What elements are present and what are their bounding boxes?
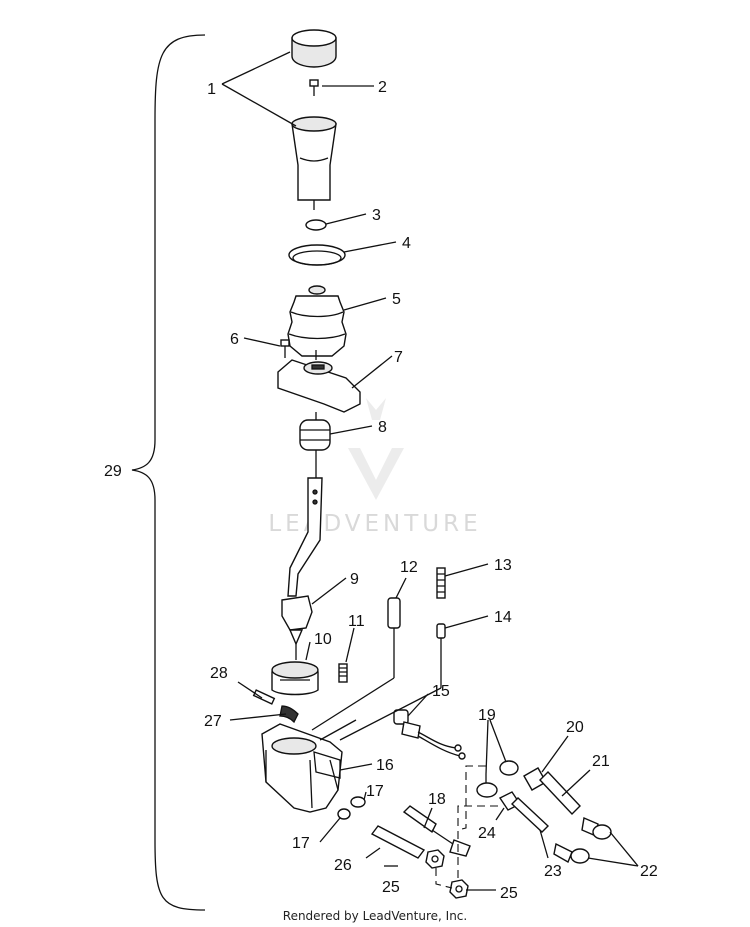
shifter-housing xyxy=(261,723,343,813)
shift-cable-upper xyxy=(539,770,581,816)
assembly-brace xyxy=(131,34,206,911)
shift-rod xyxy=(402,805,471,857)
callout-11: 11 xyxy=(348,613,365,630)
callout-5: 5 xyxy=(392,291,401,308)
callout-10: 10 xyxy=(314,631,332,648)
callout-25-upper: 25 xyxy=(382,879,400,896)
lever-socket xyxy=(271,661,319,696)
seal-upper xyxy=(350,796,366,808)
shift-plate xyxy=(277,359,361,413)
callout-1: 1 xyxy=(207,81,216,98)
bellows xyxy=(299,419,331,451)
shift-cable-lower xyxy=(510,797,550,833)
callout-7: 7 xyxy=(394,349,403,366)
shift-knob-cap xyxy=(291,29,337,68)
plunger xyxy=(436,623,446,639)
callout-21: 21 xyxy=(592,753,610,770)
ball-joint-right xyxy=(499,760,519,776)
callout-28: 28 xyxy=(210,665,228,682)
linkage-rod xyxy=(370,825,426,859)
callout-23: 23 xyxy=(544,863,562,880)
screw xyxy=(309,79,319,96)
callout-2: 2 xyxy=(378,79,387,96)
nut-lower xyxy=(449,879,469,899)
callout-12: 12 xyxy=(400,559,418,576)
callout-25-lower: 25 xyxy=(500,885,518,902)
ball-joint-left xyxy=(476,774,498,798)
callout-26: 26 xyxy=(334,857,352,874)
long-spring xyxy=(436,567,446,599)
callout-8: 8 xyxy=(378,419,387,436)
bolt xyxy=(280,339,290,358)
callout-24: 24 xyxy=(478,825,496,842)
callout-15: 15 xyxy=(432,683,450,700)
cable-end-upper xyxy=(581,817,612,840)
callout-19: 19 xyxy=(478,707,496,724)
callout-labels: 1 2 3 4 5 6 7 8 9 10 11 12 13 14 15 16 1… xyxy=(104,79,658,902)
callout-27: 27 xyxy=(204,713,222,730)
callout-13: 13 xyxy=(494,557,512,574)
pin xyxy=(387,597,401,629)
neutral-switch xyxy=(393,709,466,760)
callout-29: 29 xyxy=(104,463,122,480)
cable-end-lower xyxy=(553,842,590,864)
callout-20: 20 xyxy=(566,719,584,736)
leader-lines xyxy=(221,51,639,891)
callout-17-lower: 17 xyxy=(292,835,310,852)
small-spring xyxy=(338,663,348,683)
callout-3: 3 xyxy=(372,207,381,224)
retaining-clip xyxy=(279,705,299,724)
retaining-ring xyxy=(288,244,346,266)
shift-lever xyxy=(281,477,323,660)
pivot-pin xyxy=(252,689,276,705)
dashed-guides xyxy=(435,765,498,889)
nut-upper xyxy=(425,849,445,869)
assembly-lines xyxy=(311,200,442,741)
callout-6: 6 xyxy=(230,331,239,348)
callout-17-upper: 17 xyxy=(366,783,384,800)
credit-line: Rendered by LeadVenture, Inc. xyxy=(283,909,467,923)
washer xyxy=(305,219,327,231)
callout-18: 18 xyxy=(428,791,446,808)
callout-14: 14 xyxy=(494,609,512,626)
callout-22: 22 xyxy=(640,863,658,880)
callout-16: 16 xyxy=(376,757,394,774)
callout-4: 4 xyxy=(402,235,411,252)
watermark-logo xyxy=(348,398,404,500)
shift-knob-body xyxy=(291,116,337,201)
seal-lower xyxy=(337,808,351,820)
shift-boot xyxy=(287,285,347,357)
callout-9: 9 xyxy=(350,571,359,588)
watermark-text: LEADVENTURE xyxy=(268,511,481,537)
